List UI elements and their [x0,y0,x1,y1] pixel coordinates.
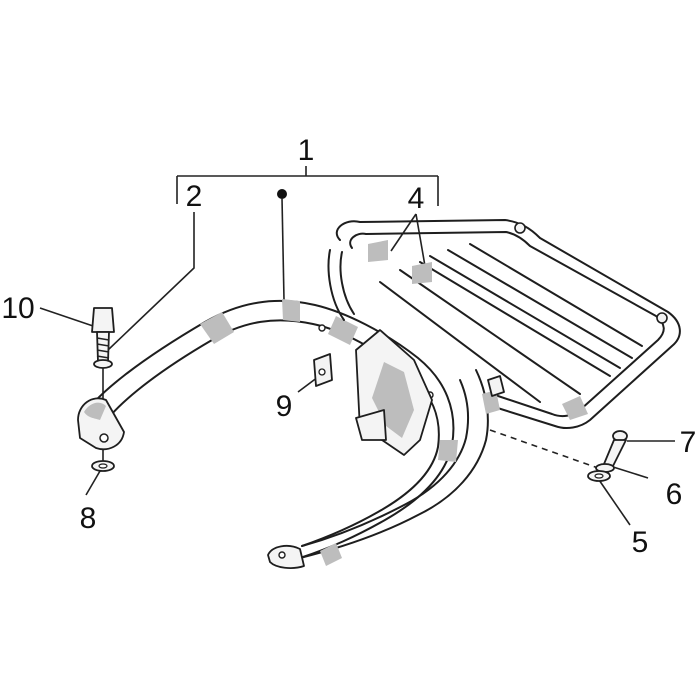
callout-6: 6 [666,478,683,511]
pad-4a [368,240,388,262]
tube-band [200,312,234,344]
callout-4: 4 [408,182,425,215]
callout-labels: 1 2 4 5 6 7 8 9 10 [1,134,696,559]
assembly-dot-marker [277,189,287,199]
washer-5 [587,470,611,482]
left-mounting-foot [77,397,125,451]
callout-1: 1 [298,134,315,167]
callout-9: 9 [276,390,293,423]
callout-5: 5 [632,526,649,559]
group-bracket [176,166,439,206]
pad-4b [412,262,432,284]
callout-7: 7 [680,426,697,459]
callout-10: 10 [1,292,34,325]
screw-7 [603,430,628,469]
bolt-10 [91,307,115,369]
luggage-platform [327,219,681,429]
support-bracket [355,329,433,456]
frame-end-plate [267,544,305,569]
rear-rack-frame [81,299,489,569]
clip-9 [313,353,333,387]
washer-8 [91,460,115,472]
callout-8: 8 [80,502,97,535]
callout-2: 2 [186,180,203,213]
